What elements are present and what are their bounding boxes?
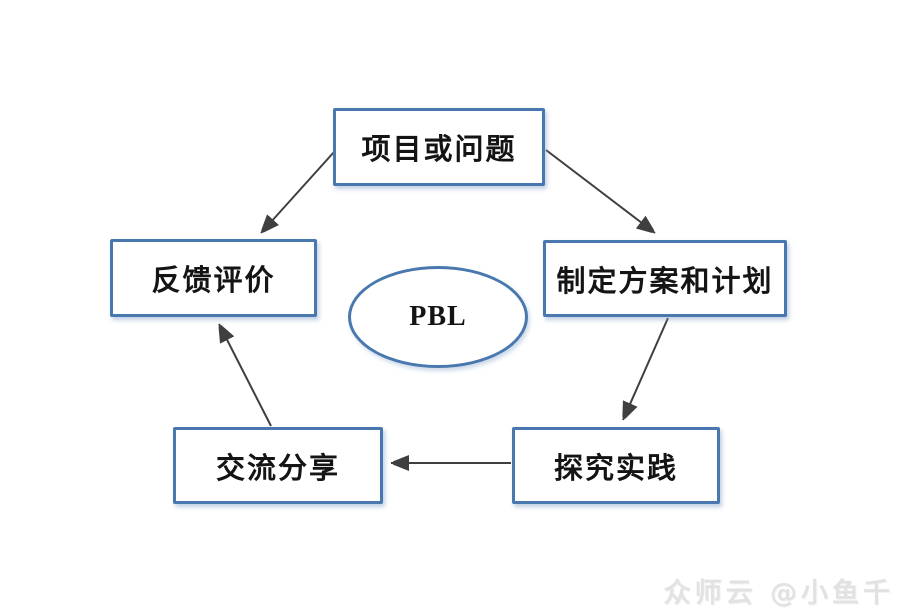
- node-inquiry-practice-label: 探究实践: [553, 452, 678, 485]
- node-project-or-problem: 项目或问题: [333, 108, 545, 186]
- node-feedback-evaluation: 反馈评价: [110, 239, 317, 317]
- node-project-or-problem-label: 项目或问题: [361, 134, 517, 166]
- node-make-plan-label: 制定方案和计划: [556, 265, 774, 298]
- arrow-project-to-feedback: [261, 151, 335, 233]
- pbl-center-ellipse: PBL: [348, 266, 528, 368]
- node-make-plan: 制定方案和计划: [543, 240, 787, 317]
- node-inquiry-practice: 探究实践: [512, 427, 720, 504]
- arrow-plan-to-practice: [622, 317, 669, 420]
- node-feedback-evaluation-label: 反馈评价: [151, 265, 276, 297]
- watermark: 众师云 @小鱼千: [663, 578, 894, 609]
- pbl-center-label: PBL: [409, 301, 467, 332]
- node-communicate-share: 交流分享: [173, 427, 383, 504]
- arrow-share-to-feedback: [219, 324, 272, 427]
- arrow-project-to-plan: [545, 149, 655, 233]
- node-communicate-share-label: 交流分享: [215, 452, 340, 485]
